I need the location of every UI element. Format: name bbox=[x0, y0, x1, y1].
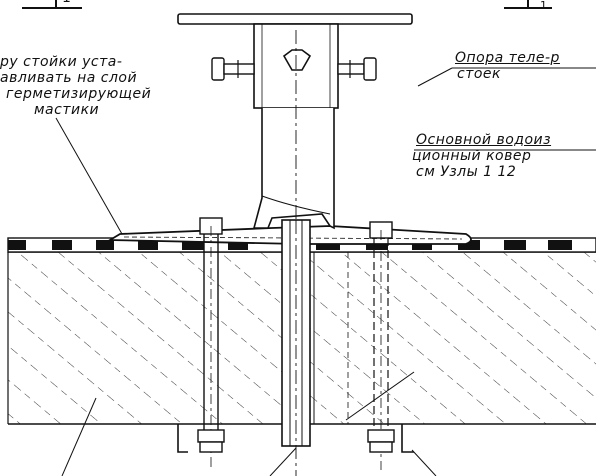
mounting-note-line-1: ру стойки уста- bbox=[0, 54, 123, 70]
section-mark-right bbox=[504, 0, 552, 9]
post-tube bbox=[252, 30, 335, 236]
carpet-note-line-1: Основной водоиз bbox=[416, 132, 552, 148]
support-note-line-1: Опора теле-р bbox=[455, 50, 560, 66]
section-mark-left-number: 1 bbox=[62, 0, 71, 6]
anchor-bolt-right bbox=[367, 221, 414, 470]
support-note: Опора теле-р стоек bbox=[455, 50, 560, 82]
support-top-plate bbox=[177, 13, 413, 25]
mounting-note: ру стойки уста- авливать на слой гермети… bbox=[0, 54, 151, 118]
support-note-line-2: стоек bbox=[457, 66, 501, 82]
clamp-bolt-left bbox=[211, 57, 255, 81]
mounting-note-line-2: авливать на слой bbox=[0, 70, 138, 86]
section-mark-right-number: 1 bbox=[540, 0, 548, 12]
carpet-note-line-2: ционный ковер bbox=[412, 148, 532, 164]
carpet-note-line-3: см Узлы 1 12 bbox=[416, 164, 517, 180]
carpet-note: Основной водоиз ционный ковер см Узлы 1 … bbox=[412, 132, 551, 180]
clamp-bolt-right bbox=[337, 57, 377, 81]
leader-lines bbox=[55, 67, 596, 476]
anchor-pipe bbox=[281, 219, 311, 476]
section-mark-left bbox=[22, 0, 82, 9]
mounting-note-line-4: мастики bbox=[34, 102, 100, 118]
mounting-note-line-3: герметизирующей bbox=[6, 86, 152, 102]
anchor-bolt-left bbox=[177, 217, 225, 470]
